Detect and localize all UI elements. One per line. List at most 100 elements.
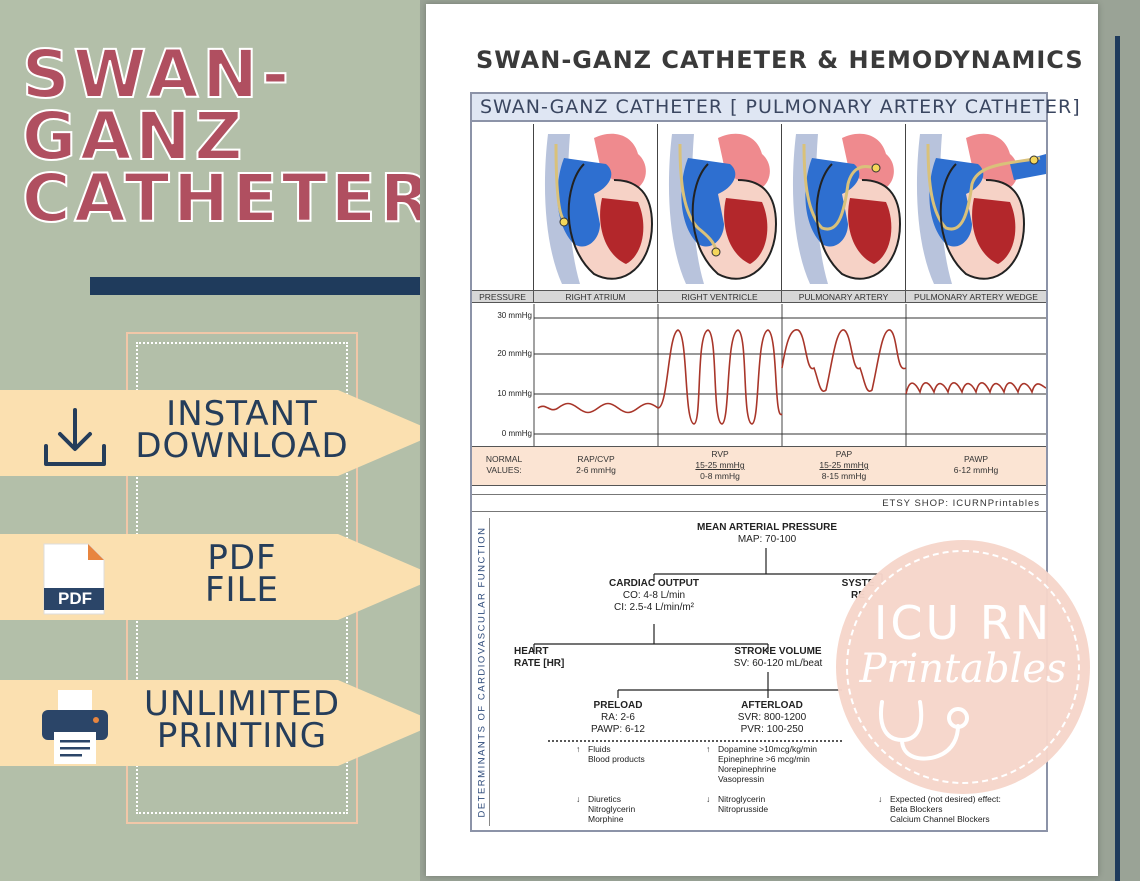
download-icon <box>38 398 112 470</box>
column-label: PULMONARY ARTERY WEDGE <box>914 292 1038 302</box>
stroke-volume-title: STROKE VOLUME <box>734 646 822 657</box>
pressure-tick-label: 10 mmHg <box>497 389 532 398</box>
effect-item: Nitroglycerin <box>718 794 766 804</box>
heart-illustration-pulmonary-artery-wedge <box>906 124 1046 290</box>
normal-values-label-line: NORMAL <box>485 454 523 464</box>
afterload-node: AFTERLOAD SVR: 800-1200 PVR: 100-250 <box>722 700 822 736</box>
heart-illustration-right-ventricle <box>658 124 782 290</box>
banner-text-line: FILE <box>204 570 279 610</box>
effect-item: Beta Blockers <box>890 804 943 814</box>
box-header: SWAN-GANZ CATHETER [ PULMONARY ARTERY CA… <box>472 94 1080 122</box>
printer-icon <box>38 688 112 764</box>
pdf-badge-label: PDF <box>58 589 92 608</box>
afterload-value: PVR: 100-250 <box>740 724 804 735</box>
preload-value: RA: 2-6 <box>601 712 635 723</box>
logo-line-2: Printables <box>859 646 1067 692</box>
banner-text-line: INSTANT <box>166 394 318 434</box>
waveform-right-ventricle <box>657 329 783 425</box>
banner-text: INSTANT DOWNLOAD <box>132 394 352 466</box>
cardiac-output-node: CARDIAC OUTPUT CO: 4-8 L/min CI: 2.5-4 L… <box>588 578 720 614</box>
map-node: MEAN ARTERIAL PRESSURE MAP: 70-100 <box>672 522 862 546</box>
empty-pressure-cell <box>472 124 534 290</box>
normal-value-name: RAP/CVP <box>577 454 615 464</box>
preload-title: PRELOAD <box>593 700 643 711</box>
promo-title: SWAN- GANZ CATHETER <box>21 36 435 237</box>
logo-line-1: ICU RN <box>873 596 1053 650</box>
contractility-decrease-list: Expected (not desired) effect: Beta Bloc… <box>890 794 1001 824</box>
normal-value-pawp: PAWP 6-12 mmHg <box>906 454 1046 476</box>
pressure-tick-label: 20 mmHg <box>497 349 532 358</box>
afterload-decrease-arrow: ↓ <box>706 794 711 804</box>
afterload-title: AFTERLOAD <box>741 700 803 711</box>
preload-decrease-arrow: ↓ <box>576 794 581 804</box>
effect-item: Fluids <box>588 744 611 754</box>
effect-item: Expected (not desired) effect: <box>890 794 1001 804</box>
column-label: PULMONARY ARTERY <box>782 291 906 303</box>
preload-increase-list: Fluids Blood products <box>588 744 645 764</box>
icu-rn-printables-logo: ICU RN Printables <box>836 540 1090 794</box>
afterload-increase-list: Dopamine >10mcg/kg/min Epinephrine >6 mc… <box>718 744 817 784</box>
effect-item: Calcium Channel Blockers <box>890 814 990 824</box>
banner-arrow-shape <box>0 390 438 476</box>
decorative-side-line <box>1115 36 1120 881</box>
afterload-decrease-list: Nitroglycerin Nitroprusside <box>718 794 768 814</box>
afterload-increase-arrow: ↑ <box>706 744 711 754</box>
normal-value-rvp: RVP 15-25 mmHg 0-8 mmHg <box>658 449 782 482</box>
heart-rate-label: HEART <box>514 646 549 657</box>
promo-title-line: CATHETER <box>21 160 435 237</box>
normal-values-label-line: VALUES: <box>486 465 522 475</box>
effect-item: Vasopressin <box>718 774 765 784</box>
stethoscope-icon <box>879 700 969 761</box>
waveform-right-atrium <box>537 402 659 414</box>
banner-text-line: PDF <box>207 538 277 578</box>
banner-text: PDF FILE <box>132 538 352 610</box>
pressure-tick-label: 0 mmHg <box>501 429 532 438</box>
heart-illustration-pulmonary-artery <box>782 124 906 290</box>
contractility-decrease-arrow: ↓ <box>878 794 883 804</box>
effect-item: Diuretics <box>588 794 622 804</box>
pressure-waveforms <box>533 304 1046 446</box>
normal-value-range: 8-15 mmHg <box>821 471 867 481</box>
normal-value-name: PAP <box>835 449 853 459</box>
instant-download-banner: INSTANT DOWNLOAD <box>0 390 440 476</box>
banner-text-line: PRINTING <box>156 716 328 756</box>
heart-illustration-right-atrium <box>534 124 658 290</box>
normal-value-range: 2-6 mmHg <box>576 465 616 475</box>
stroke-volume-node: STROKE VOLUME SV: 60-120 mL/beat <box>716 646 840 670</box>
normal-value-range: 0-8 mmHg <box>700 471 740 481</box>
promo-title-line: GANZ <box>21 98 247 175</box>
banner-arrow-shape <box>0 534 438 620</box>
column-label: PRESSURE <box>472 291 534 303</box>
cardiac-output-value: CO: 4-8 L/min <box>622 590 686 601</box>
banner-text: UNLIMITED PRINTING <box>132 684 352 756</box>
preload-node: PRELOAD RA: 2-6 PAWP: 6-12 <box>572 700 664 736</box>
promo-title-line: SWAN- <box>21 36 294 113</box>
waveform-pulmonary-artery <box>781 329 907 392</box>
heart-rate-node: HEART RATE [HR] <box>514 646 594 670</box>
normal-value-pap: PAP 15-25 mmHg 8-15 mmHg <box>782 449 906 482</box>
normal-values-label: NORMAL VALUES: <box>476 454 532 476</box>
banner-text-line: UNLIMITED <box>143 684 341 724</box>
normal-value-name: RVP <box>711 449 729 459</box>
document-title: SWAN-GANZ CATHETER & HEMODYNAMICS <box>476 46 1084 74</box>
pressure-tick-label: 30 mmHg <box>497 311 532 320</box>
map-title: MEAN ARTERIAL PRESSURE <box>696 522 837 533</box>
svr-partial-text: SYSTE <box>841 578 875 589</box>
afterload-value: SVR: 800-1200 <box>737 712 807 723</box>
etsy-credit-row: ETSY SHOP: ICURNPrintables <box>472 494 1046 512</box>
effect-item: Norepinephrine <box>718 764 777 774</box>
column-label: RIGHT VENTRICLE <box>658 291 782 303</box>
banner-text-line: DOWNLOAD <box>135 426 349 466</box>
cardiac-index-value: CI: 2.5-4 L/min/m² <box>613 602 695 613</box>
normal-value-range: 6-12 mmHg <box>953 465 999 475</box>
vertical-side-label: DETERMINANTS OF CARDIOVASCULAR FUNCTION <box>474 518 490 826</box>
determinants-flowchart-lines <box>533 548 883 742</box>
column-label-row: PRESSURE RIGHT ATRIUM RIGHT VENTRICLE PU… <box>472 290 1046 303</box>
map-value: MAP: 70-100 <box>737 534 797 545</box>
effect-item: Nitroglycerin <box>588 804 636 814</box>
box-header-title: SWAN-GANZ CATHETER [ PULMONARY ARTERY CA… <box>480 96 1081 118</box>
title-underline-bar <box>90 277 420 295</box>
pdf-file-banner: PDF PDF FILE <box>0 534 440 620</box>
normal-value-rap: RAP/CVP 2-6 mmHg <box>534 454 658 476</box>
preload-increase-arrow: ↑ <box>576 744 581 754</box>
